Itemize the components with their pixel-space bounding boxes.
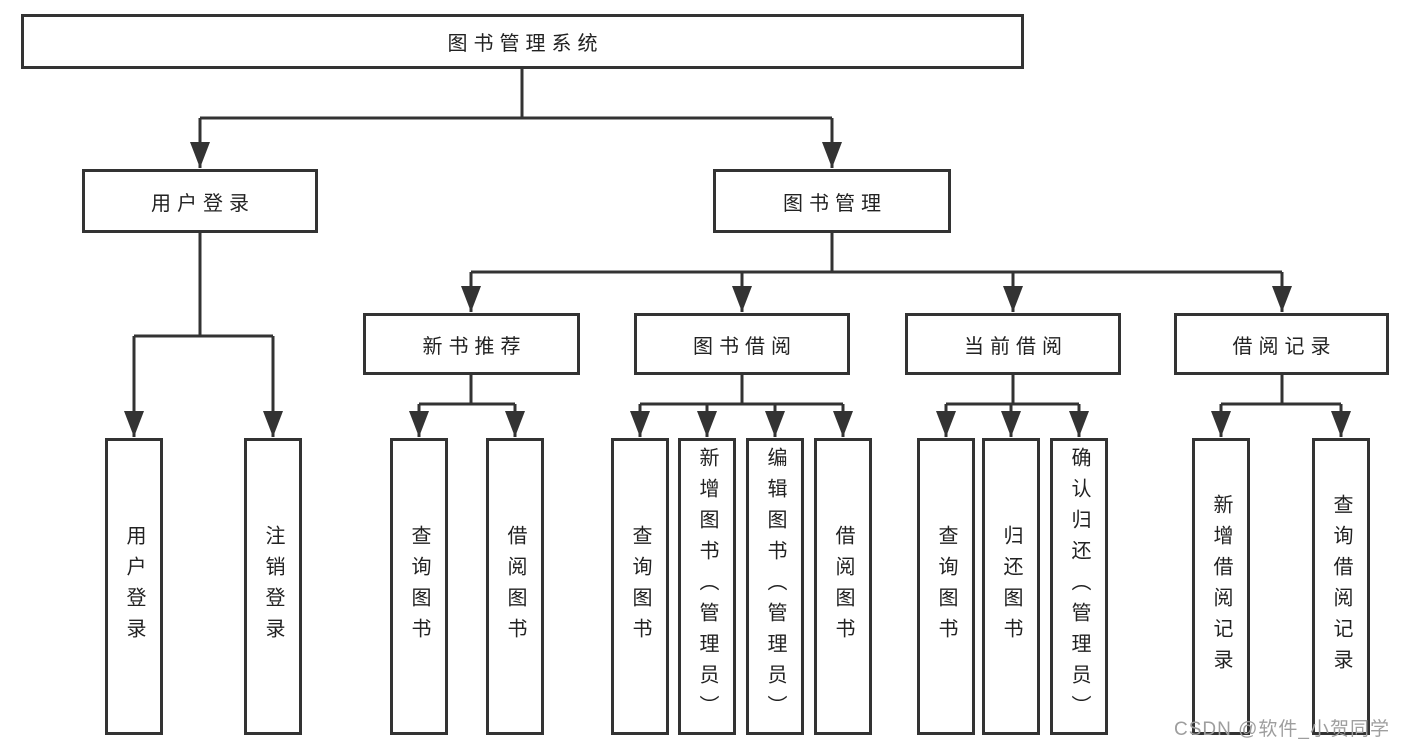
leaf-current-confirm-return-admin: 确认归还（管理员） — [1050, 438, 1108, 735]
node-book-borrow: 图书借阅 — [634, 313, 850, 375]
leaf-newbook-borrow-books: 借阅图书 — [486, 438, 544, 735]
node-user-login: 用户登录 — [82, 169, 318, 233]
node-book-management: 图书管理 — [713, 169, 951, 233]
leaf-borrow-borrow-books: 借阅图书 — [814, 438, 872, 735]
leaf-records-query-record: 查询借阅记录 — [1312, 438, 1370, 735]
node-library-management-system: 图书管理系统 — [21, 14, 1024, 69]
leaf-current-query-books: 查询图书 — [917, 438, 975, 735]
csdn-watermark: CSDN @软件_小贺同学 — [1174, 719, 1390, 740]
leaf-records-add-record: 新增借阅记录 — [1192, 438, 1250, 735]
leaf-user-login: 用户登录 — [105, 438, 163, 735]
node-current-borrow: 当前借阅 — [905, 313, 1121, 375]
leaf-borrow-edit-books-admin: 编辑图书（管理员） — [746, 438, 804, 735]
node-new-book-recommend: 新书推荐 — [363, 313, 580, 375]
leaf-current-return-books: 归还图书 — [982, 438, 1040, 735]
leaf-newbook-query-books: 查询图书 — [390, 438, 448, 735]
leaf-borrow-query-books: 查询图书 — [611, 438, 669, 735]
leaf-borrow-add-books-admin: 新增图书（管理员） — [678, 438, 736, 735]
leaf-logout: 注销登录 — [244, 438, 302, 735]
node-borrow-records: 借阅记录 — [1174, 313, 1389, 375]
